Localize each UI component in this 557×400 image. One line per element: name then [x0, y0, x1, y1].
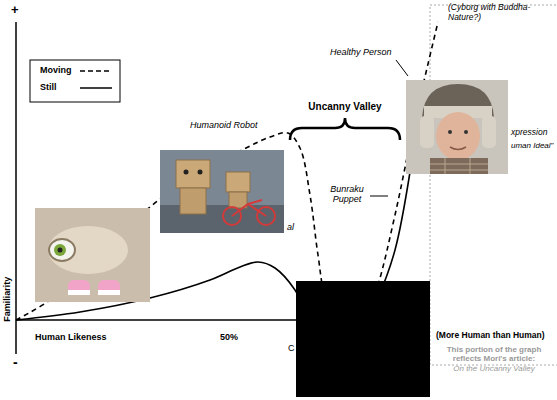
photo-ground — [160, 150, 284, 233]
box-robot-photo — [160, 150, 284, 233]
curve-label: Humanoid Robot — [190, 120, 258, 130]
leader-line — [370, 196, 388, 197]
curve-label: xpression — [511, 128, 547, 138]
note: This portion of the graph reflects Mori'… — [436, 345, 552, 363]
floor — [160, 205, 284, 233]
axis-label: (More Human than Human) — [436, 331, 545, 341]
note: On the Uncanny Valley — [436, 364, 552, 373]
shoe — [98, 280, 120, 294]
hat-flap — [482, 116, 496, 148]
axis-sign: + — [11, 3, 19, 18]
valley-bracket — [290, 118, 400, 140]
curve-label: uman Ideal" — [511, 141, 553, 150]
legend-sample — [80, 70, 112, 72]
iris — [54, 244, 66, 256]
face-eye — [448, 130, 452, 134]
face — [436, 112, 480, 160]
robot-head — [226, 172, 250, 192]
black-box — [296, 281, 430, 397]
curve-label: C — [288, 343, 295, 353]
robot-eye — [198, 170, 203, 175]
shoe — [68, 280, 90, 294]
shell-photo — [35, 208, 150, 302]
robot-body — [180, 188, 206, 214]
eye — [49, 239, 75, 261]
axis-label: Familiarity — [2, 269, 12, 329]
legend-box — [30, 60, 120, 102]
pupil — [58, 248, 63, 253]
legend-samples — [80, 71, 112, 88]
sole — [98, 290, 120, 295]
robot-eye — [184, 170, 189, 175]
bike-frame — [232, 200, 266, 216]
leader-line — [396, 60, 408, 76]
person-photo — [406, 80, 508, 174]
curve-label: Bunraku Puppet — [326, 184, 368, 205]
photo-ground — [35, 208, 150, 302]
shell — [48, 226, 128, 274]
legend-sample — [80, 87, 112, 89]
region-label: Uncanny Valley — [295, 101, 395, 113]
robot-head — [176, 160, 210, 188]
curve-label: al — [287, 222, 294, 232]
curve-label: (Cyborg with Buddha-Nature?) — [448, 3, 548, 23]
face-eye — [464, 130, 468, 134]
legend-label: Still — [40, 82, 57, 92]
curve-label: Healthy Person — [330, 47, 392, 57]
hat-flap — [420, 116, 434, 148]
y-axis — [15, 22, 17, 354]
axis-sign: - — [13, 354, 18, 370]
axis-label: Human Likeness — [35, 332, 107, 342]
sole — [68, 290, 90, 295]
axis-label: 50% — [220, 332, 238, 342]
scarf — [430, 158, 488, 174]
legend-label: Moving — [40, 65, 72, 75]
dotted-region — [430, 5, 557, 365]
photo-ground — [406, 80, 508, 174]
mouth — [450, 147, 466, 150]
scarf-pattern — [430, 158, 488, 174]
